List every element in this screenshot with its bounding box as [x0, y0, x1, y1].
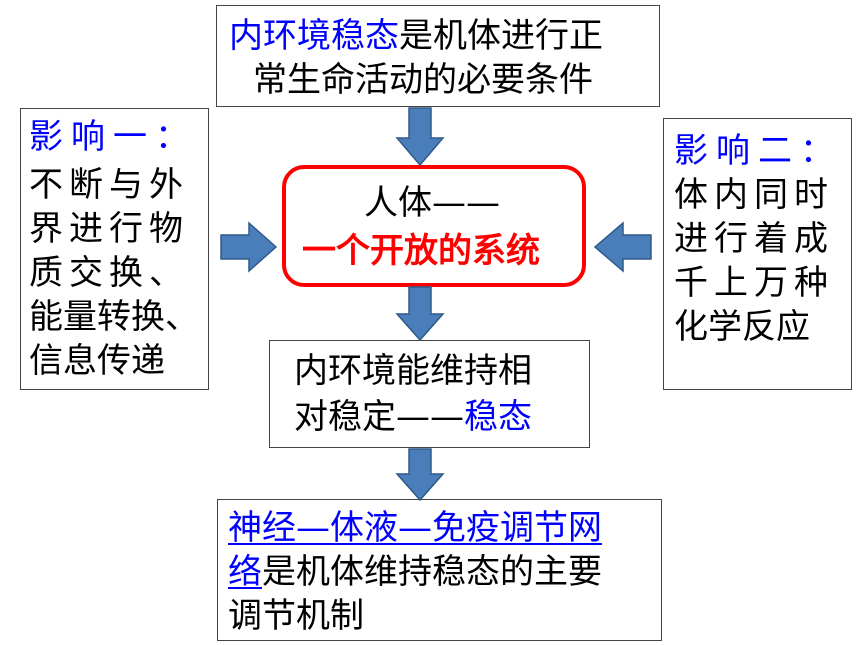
left-influence-line: 不断与外: [29, 165, 189, 205]
down-arrow-icon: [395, 107, 445, 167]
left-influence-line: 质交换、: [29, 253, 189, 293]
down-arrow-icon: [395, 448, 445, 502]
down-arrow-icon: [395, 286, 445, 342]
right-influence-line: 化学反应: [674, 307, 810, 347]
right-arrow-icon: [220, 221, 278, 273]
left-arrow-icon: [593, 221, 652, 273]
regulation-network-link[interactable]: 神经—体液—免疫调节网: [228, 508, 602, 548]
left-influence-line: 界进行物: [29, 209, 189, 249]
bottom-box-line3: 调节机制: [228, 596, 364, 636]
right-influence-line: 进行着成: [674, 219, 834, 259]
regulation-network-link-2[interactable]: 络: [228, 552, 262, 592]
top-box-line1: 内环境稳态是机体进行正: [229, 14, 603, 58]
top-box-highlight: 内环境稳态: [229, 16, 399, 56]
middle-box-line2-prefix: 对稳定——: [294, 397, 464, 437]
left-influence-heading: 影响一：: [29, 117, 197, 157]
middle-homeostasis-box: 内环境能维持相 对稳定——稳态: [269, 340, 590, 448]
center-box-line1: 人体——: [364, 183, 500, 223]
right-influence-box: 影响二： 体内同时 进行着成 千上万种 化学反应: [663, 118, 852, 390]
right-influence-heading: 影响二：: [674, 131, 842, 171]
bottom-box-line2-rest: 是机体维持稳态的主要: [262, 552, 602, 592]
middle-box-line2: 对稳定——稳态: [294, 395, 532, 439]
left-influence-box: 影响一： 不断与外 界进行物 质交换、 能量转换、 信息传递: [20, 108, 209, 390]
right-influence-line: 体内同时: [674, 175, 834, 215]
middle-box-line1: 内环境能维持相: [294, 351, 532, 391]
top-box-line1-rest: 是机体进行正: [399, 16, 603, 56]
top-box-line2: 常生命活动的必要条件: [253, 60, 593, 100]
left-influence-line: 信息传递: [29, 341, 165, 381]
left-influence-line: 能量转换、: [29, 297, 199, 337]
bottom-box-line2: 络是机体维持稳态的主要: [228, 550, 602, 594]
right-influence-line: 千上万种: [674, 263, 834, 303]
middle-box-highlight: 稳态: [464, 397, 532, 437]
bottom-regulation-box: 神经—体液—免疫调节网 络是机体维持稳态的主要 调节机制: [217, 499, 662, 641]
top-box: 内环境稳态是机体进行正 常生命活动的必要条件: [216, 5, 660, 107]
center-open-system-box: 人体—— 一个开放的系统: [282, 165, 586, 287]
center-box-line2: 一个开放的系统: [302, 231, 540, 271]
